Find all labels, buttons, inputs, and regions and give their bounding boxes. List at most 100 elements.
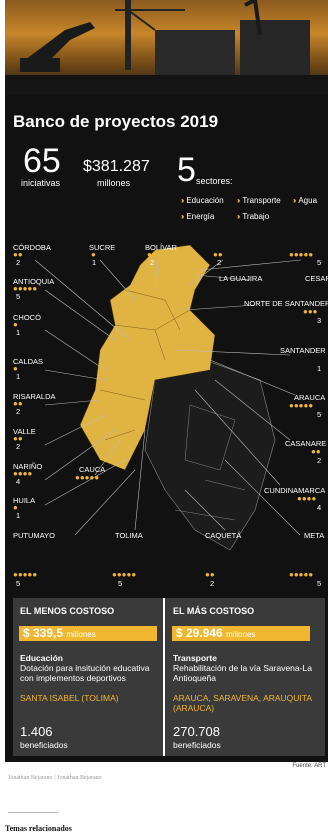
dept-antioquia: ANTIOQUIA (13, 277, 55, 286)
dept-arauca-count: 5 (317, 410, 322, 419)
panel-divider (163, 598, 165, 756)
most-costly-location: ARAUCA, SARAVENA, ARAUQUITA (ARAUCA) (173, 693, 312, 713)
dept-antioquia-count: 5 (16, 292, 21, 301)
chevron-icon: ›› (181, 212, 185, 221)
dept-choco-count: 1 (16, 328, 21, 337)
photo-credit: Jonathan Bejarano / Jonathan Bejarano (8, 775, 102, 781)
dots-icon: ●●● (303, 307, 318, 316)
dept-bolivar-count: 2 (150, 258, 155, 267)
page-title: Banco de proyectos 2019 (13, 112, 219, 131)
dept-cauca: CAUCA (79, 465, 106, 474)
chevron-icon: ›› (181, 196, 185, 205)
dept-cesar: CESAR (305, 274, 328, 283)
dots-icon: ●●●●● (13, 570, 38, 579)
dept-sucre: SUCRE (89, 243, 116, 252)
dots-icon: ●●●●● (289, 250, 314, 259)
dept-caldas: CALDAS (13, 357, 44, 366)
dept-caldas-count: 1 (16, 372, 21, 381)
dept-meta: META (304, 531, 325, 540)
dept-cordoba-count: 2 (16, 258, 21, 267)
most-costly-beneficiaries-label: beneficiados (173, 740, 221, 750)
dept-atlantico-count: 5 (317, 258, 322, 267)
total-amount-label: millones (97, 178, 131, 188)
dots-icon: ●●●● (13, 469, 33, 478)
initiatives-count: 65 (23, 142, 61, 180)
dots-icon: ●● (13, 434, 23, 443)
sectors-count: 5 (177, 151, 196, 189)
dept-cundinamarca-count: 4 (317, 503, 322, 512)
dots-icon: ●●●●● (112, 570, 137, 579)
dept-huila: HUILA (13, 496, 36, 505)
least-costly-panel: EL MENOS COSTOSO $ 339,5 millones Educac… (13, 598, 163, 756)
dots-icon: ●● (205, 570, 215, 579)
dots-icon: ●●●●● (13, 284, 38, 293)
dots-icon: ●●●●● (289, 401, 314, 410)
dept-tolima: TOLIMA (115, 531, 143, 540)
divider (8, 812, 58, 813)
dept-putumayo-count: 5 (16, 579, 21, 588)
dept-sucre-count: 1 (92, 258, 97, 267)
dept-caqueta-count: 2 (210, 579, 215, 588)
chevron-icon: ›› (237, 196, 241, 205)
source-note: Fuente: ART (292, 763, 326, 769)
dept-casanare: CASANARE (285, 439, 327, 448)
least-costly-location: SANTA ISABEL (TOLIMA) (20, 693, 119, 703)
infographic: Banco de proyectos 2019 65 iniciativas $… (5, 0, 328, 762)
dept-arauca: ARAUCA (294, 393, 326, 402)
most-costly-sector: Transporte (173, 653, 217, 663)
dots-icon: ●●●●● (289, 570, 314, 579)
dots-icon: ●● (213, 250, 223, 259)
dept-santander-count: 1 (317, 364, 322, 373)
dept-bolivar: BOLÍVAR (145, 243, 177, 252)
dept-narino: NARIÑO (13, 462, 43, 471)
sector-item: ››Energía (181, 212, 215, 221)
dept-putumayo: PUTUMAYO (13, 531, 55, 540)
construction-silhouette-icon (5, 0, 328, 95)
dept-cordoba: CÓRDOBA (13, 243, 51, 252)
dots-icon: ●● (13, 250, 23, 259)
related-topics-heading: Temas relacionados (5, 824, 72, 833)
dept-tolima-count: 5 (118, 579, 123, 588)
dots-icon: ●●●● (297, 494, 317, 503)
dept-huila-count: 1 (16, 511, 21, 520)
dots-icon: ●●●●● (75, 473, 100, 482)
least-costly-description: Dotación para insitución educativa con i… (20, 663, 150, 683)
dept-choco: CHOCÓ (13, 313, 41, 322)
dots-icon: ● (13, 503, 18, 512)
dept-caqueta: CAQUETÁ (205, 531, 242, 540)
colombia-map (34, 244, 302, 551)
most-costly-description: Rehabilitación de la vía Saravena-La Ant… (173, 663, 312, 683)
dept-norte-santander: NORTE DE SANTANDER (244, 299, 328, 308)
sector-item: ››Educación (181, 196, 224, 205)
sector-item: ››Transporte (237, 196, 281, 205)
sectors-label: sectores: (196, 176, 233, 186)
dots-icon: ● (13, 320, 18, 329)
least-costly-sector: Educación (20, 653, 63, 663)
most-costly-heading: EL MÁS COSTOSO (173, 606, 255, 616)
least-costly-beneficiaries-label: beneficiados (20, 740, 68, 750)
chevron-icon: ›› (293, 196, 297, 205)
dept-magdalena-count: 2 (217, 258, 222, 267)
dept-valle-count: 2 (16, 442, 21, 451)
dept-narino-count: 4 (16, 477, 21, 486)
sector-item: ››Trabajo (237, 212, 270, 221)
dots-icon: ●● (147, 250, 157, 259)
least-costly-heading: EL MENOS COSTOSO (20, 606, 115, 616)
total-amount: $381.287 (83, 158, 150, 175)
dots-icon: ● (91, 250, 96, 259)
least-costly-beneficiaries: 1.406 (20, 724, 53, 739)
dept-valle: VALLE (13, 427, 36, 436)
least-costly-amount: $ 339,5 millones (19, 626, 157, 641)
most-costly-beneficiaries: 270.708 (173, 724, 220, 739)
dept-norte-santander-count: 3 (317, 316, 322, 325)
dots-icon: ● (13, 364, 18, 373)
most-costly-panel: EL MÁS COSTOSO $ 29.946 millones Transpo… (165, 598, 325, 756)
dots-icon: ●● (13, 399, 23, 408)
dept-meta-count: 5 (317, 579, 322, 588)
dept-cundinamarca: CUNDINAMARCA (264, 486, 326, 495)
hero-construction-photo (5, 0, 328, 95)
initiatives-label: iniciativas (21, 178, 61, 188)
dept-la-guajira: LA GUAJIRA (219, 274, 263, 283)
dept-casanare-count: 2 (317, 456, 322, 465)
chevron-icon: ›› (237, 212, 241, 221)
